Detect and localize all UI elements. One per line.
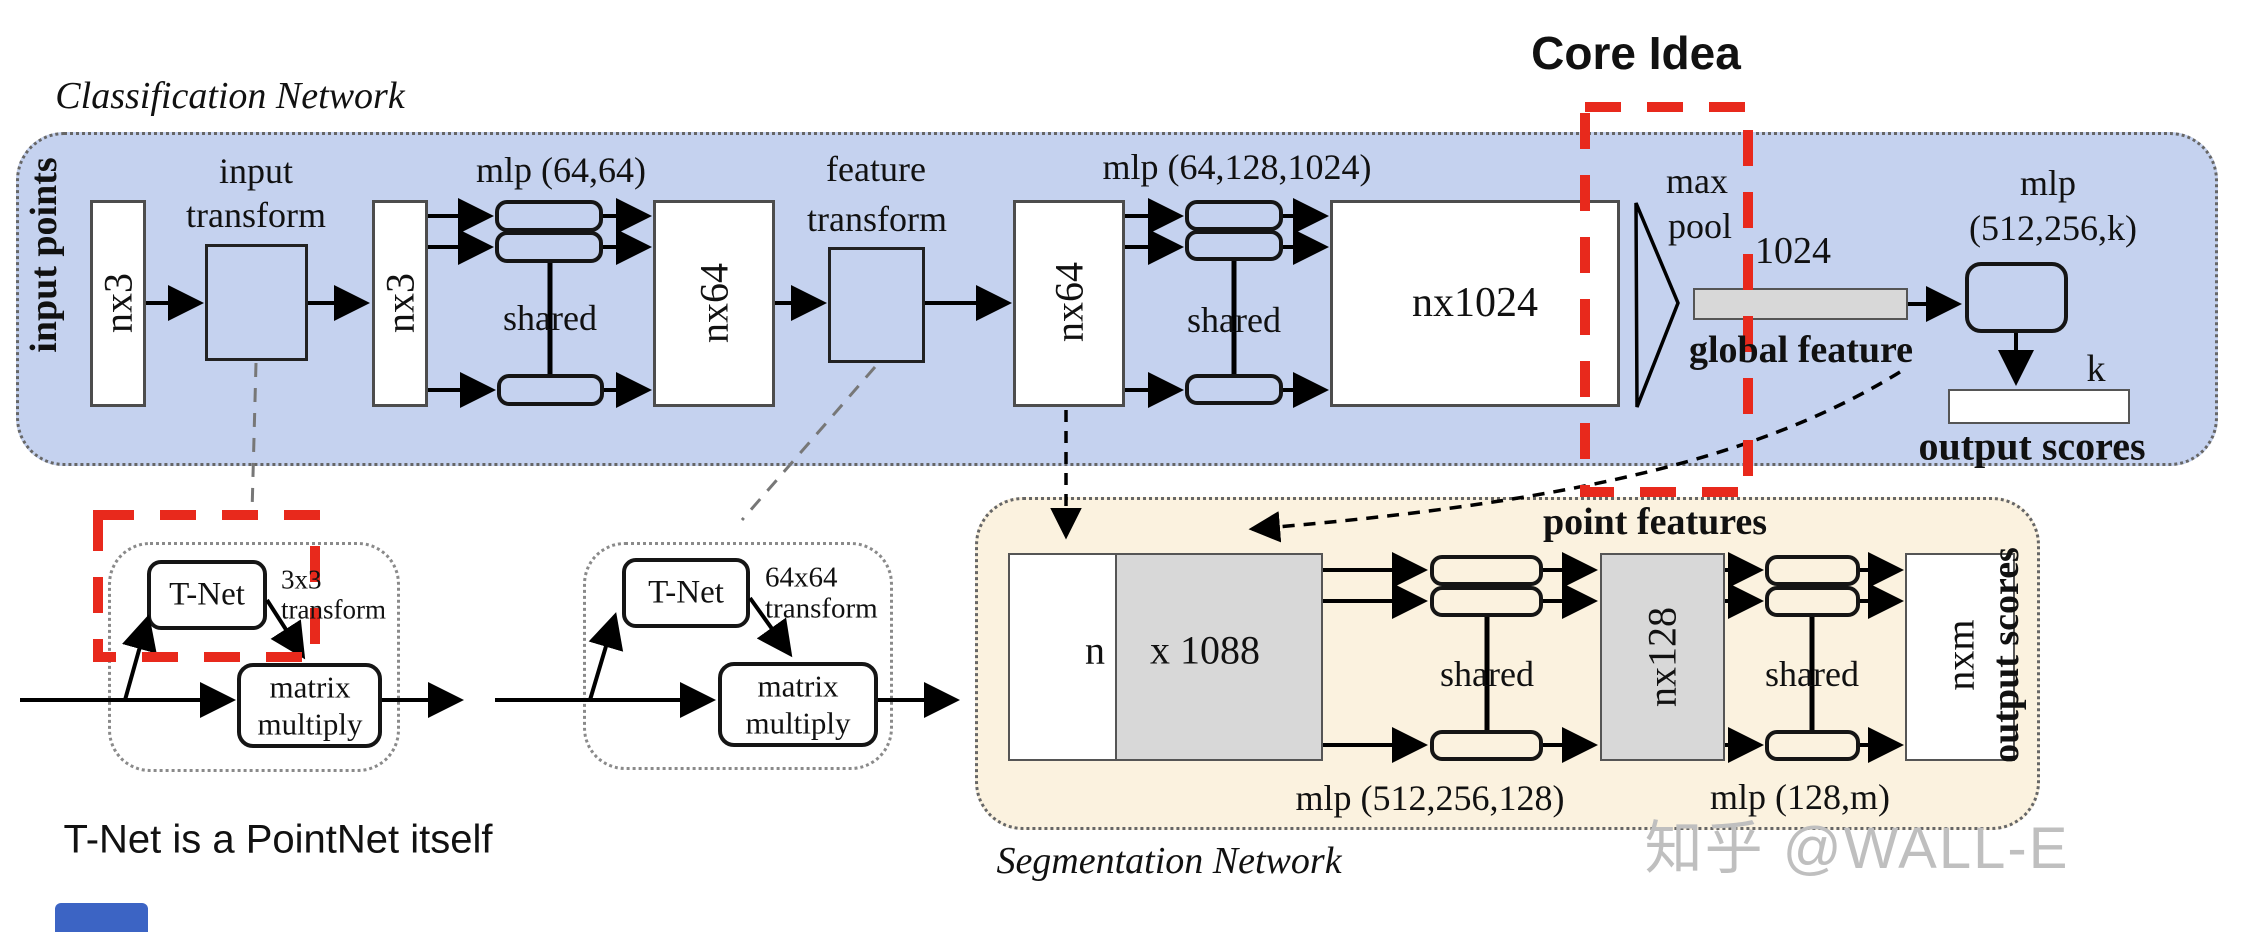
seg-n-box: [1008, 553, 1118, 761]
mlp-64-64-label: mlp (64,64): [476, 150, 646, 190]
tnet1-label: T-Net: [169, 576, 245, 613]
nx128-box: [1600, 553, 1725, 761]
seg-shared-mlp2-box-top: [1765, 555, 1860, 586]
tnet2-box: [622, 558, 750, 628]
global-feature-dim-label: 1024: [1755, 230, 1831, 272]
shared-mlp2-box-mid: [1185, 230, 1283, 261]
seg-shared-mlp1-box-top: [1430, 555, 1543, 586]
partial-blue-box: [55, 903, 148, 932]
nx64-second-label: nx64: [1046, 262, 1092, 342]
cls-output-scores-label: output scores: [1918, 423, 2146, 469]
tnet1-transform-line2: transform: [281, 594, 386, 625]
watermark: 知乎 @WALL-E: [1644, 816, 2070, 881]
segmentation-network-title: Segmentation Network: [996, 840, 1342, 882]
nx64-second-box: [1013, 200, 1125, 407]
mlp-64-128-1024-label: mlp (64,128,1024): [1102, 147, 1372, 187]
tnet1-transform-line1: 3x3: [281, 564, 322, 595]
nxm-label: nxm: [1937, 619, 1983, 691]
max-pool-label-line1: max: [1666, 161, 1728, 201]
classification-network-title: Classification Network: [55, 75, 405, 117]
nx3-second-box: [372, 200, 428, 407]
k-label: k: [2086, 348, 2106, 390]
tnet2-transform-line2: transform: [765, 592, 878, 625]
matrix-multiply1-label: matrix multiply: [257, 669, 363, 741]
seg-shared-mlp1-box-bottom: [1430, 730, 1543, 761]
seg-shared-mlp2-box-mid: [1765, 586, 1860, 617]
matrix-multiply1-box: [237, 663, 382, 748]
seg-shared-first-label: shared: [1440, 654, 1534, 694]
nx3-second-label: nx3: [377, 273, 423, 333]
nx128-label: nx128: [1639, 607, 1685, 707]
seg-n-label: n: [1085, 627, 1105, 673]
shared-second-label: shared: [1187, 300, 1281, 340]
feature-transform-label-line1: feature: [826, 149, 926, 189]
input-transform-label-line2: transform: [186, 195, 326, 235]
input-transform-label-line1: input: [218, 151, 294, 191]
seg-shared-mlp1-box-mid: [1430, 586, 1543, 617]
seg-shared-second-label: shared: [1765, 654, 1859, 694]
seg-mlp2-label: mlp (128,m): [1710, 777, 1890, 817]
shared-mlp1-box-top: [495, 200, 603, 232]
shared-mlp2-box-bottom: [1185, 374, 1283, 405]
feature-transform-label-line2: transform: [807, 199, 947, 239]
shared-mlp1-box-mid: [495, 231, 603, 263]
input-points-label: input points: [23, 157, 65, 353]
nx3-first-label: nx3: [95, 273, 141, 333]
mlp-classifier-box: [1965, 262, 2068, 333]
nx3-first-box: [90, 200, 146, 407]
feature-transform-box: [828, 247, 925, 363]
core-idea-label: Core Idea: [1531, 27, 1741, 79]
seg-mlp1-label: mlp (512,256,128): [1295, 778, 1565, 818]
input-transform-box: [205, 244, 308, 361]
point-features-label: point features: [1542, 501, 1768, 543]
tnet2-label: T-Net: [648, 574, 724, 611]
nxm-box: [1905, 553, 2015, 761]
tnet-detail-2-container: [583, 542, 893, 770]
tnet-note-label: T-Net is a PointNet itself: [63, 817, 493, 862]
max-pool-label-line2: pool: [1667, 206, 1733, 246]
mlp-classifier-label-line2: (512,256,k): [1969, 208, 2137, 248]
seg-output-scores-label: output scores: [1985, 547, 2027, 763]
seg-x1088-box: [1115, 553, 1323, 761]
tnet2-transform-line1: 64x64: [765, 561, 838, 594]
global-feature-bar: [1693, 288, 1908, 320]
global-feature-label: global feature: [1688, 329, 1914, 371]
matrix-multiply2-label: matrix multiply: [745, 668, 851, 740]
shared-mlp2-box-top: [1185, 200, 1283, 231]
mlp-classifier-label-line1: mlp: [2019, 163, 2077, 203]
nx1024-label: nx1024: [1412, 280, 1538, 326]
matrix-multiply2-box: [718, 662, 878, 747]
nx64-first-label: nx64: [691, 263, 737, 343]
output-scores-box: [1948, 389, 2130, 424]
shared-first-label: shared: [503, 298, 597, 338]
seg-shared-mlp2-box-bottom: [1765, 730, 1860, 761]
shared-mlp1-box-bottom: [497, 374, 604, 406]
seg-x1088-label: x 1088: [1150, 627, 1260, 673]
